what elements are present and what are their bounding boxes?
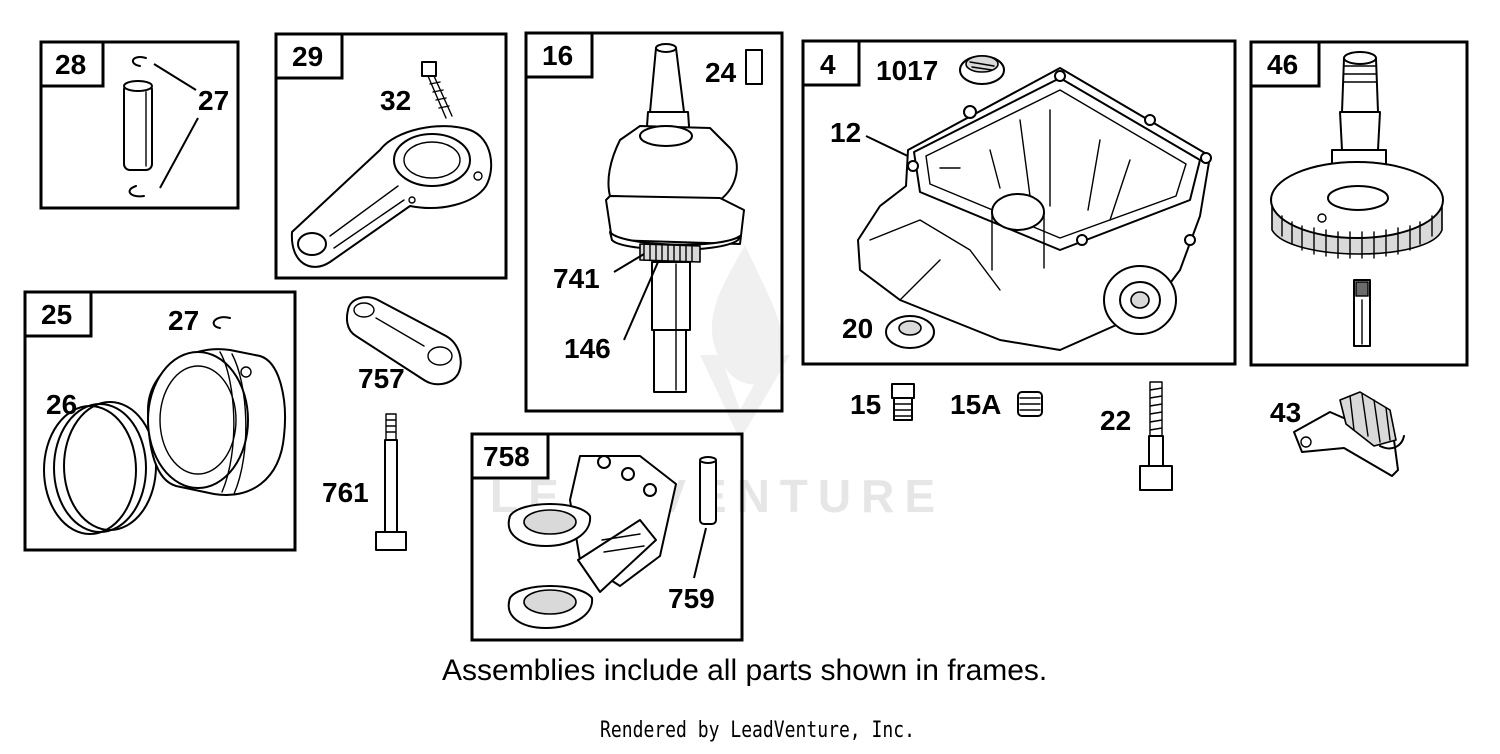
frame-758: 758 759 [470, 432, 744, 642]
part-label-759: 759 [668, 583, 715, 614]
part-label-12: 12 [830, 117, 861, 148]
frame-label-16: 16 [542, 40, 573, 71]
frame-label-28: 28 [55, 49, 86, 80]
piston-rings-drawing [43, 401, 157, 535]
part-label-757: 757 [358, 363, 405, 394]
part-label-43: 43 [1270, 397, 1301, 428]
frame-46: 46 [1249, 40, 1469, 367]
part-label-15: 15 [850, 389, 881, 420]
oil-fill-cap-1017-drawing [959, 55, 1005, 85]
part-label-27-clip: 27 [168, 305, 199, 336]
frame-29: 29 32 [274, 32, 508, 280]
frame-4: 4 1017 12 20 [801, 39, 1237, 366]
assembly-note: Assemblies include all parts shown in fr… [442, 654, 1048, 687]
frame-25: 25 27 26 [23, 290, 297, 552]
retainer-clip-drawing [212, 316, 231, 329]
key-24-drawing [745, 49, 763, 85]
part-label-27: 27 [198, 85, 229, 116]
connecting-rod-drawing [290, 125, 493, 268]
frame-28: 28 27 [39, 40, 240, 210]
oil-seal-20-drawing [885, 315, 935, 349]
governor-43-drawing [1293, 391, 1405, 477]
part-label-20: 20 [842, 313, 873, 344]
engine-sump-drawing [857, 67, 1212, 351]
part-label-32: 32 [380, 85, 411, 116]
part-label-761: 761 [322, 477, 369, 508]
bolt-761-drawing [375, 413, 407, 551]
watermark-logo [700, 245, 790, 440]
wrist-pin-drawing [123, 80, 153, 171]
frame-label-25: 25 [41, 299, 72, 330]
camshaft-drawing [1270, 51, 1444, 347]
frame-label-46: 46 [1267, 49, 1298, 80]
connecting-rod-757-drawing [346, 296, 462, 386]
balancer-link-drawing [507, 455, 677, 629]
frame-label-758: 758 [483, 441, 530, 472]
piston-drawing [147, 348, 286, 496]
plug-15a-drawing [1017, 391, 1043, 417]
part-label-741: 741 [553, 263, 600, 294]
render-credit: Rendered by LeadVenture, Inc. [600, 718, 915, 743]
retainer-clips-drawing [128, 56, 147, 198]
crankshaft-drawing [605, 43, 745, 393]
frame-16: 16 24 741 146 [524, 31, 784, 413]
drain-plug-15-drawing [891, 383, 915, 421]
frame-label-4: 4 [820, 49, 836, 80]
bolt-32-drawing [421, 61, 453, 119]
part-label-146: 146 [564, 333, 611, 364]
part-label-1017: 1017 [876, 55, 938, 86]
bolt-22-drawing [1139, 381, 1173, 491]
frame-label-29: 29 [292, 41, 323, 72]
part-label-15a: 15A [950, 389, 1001, 420]
pin-759-drawing [699, 456, 717, 525]
part-label-26: 26 [46, 389, 77, 420]
part-label-22: 22 [1100, 405, 1131, 436]
part-label-24: 24 [705, 57, 737, 88]
